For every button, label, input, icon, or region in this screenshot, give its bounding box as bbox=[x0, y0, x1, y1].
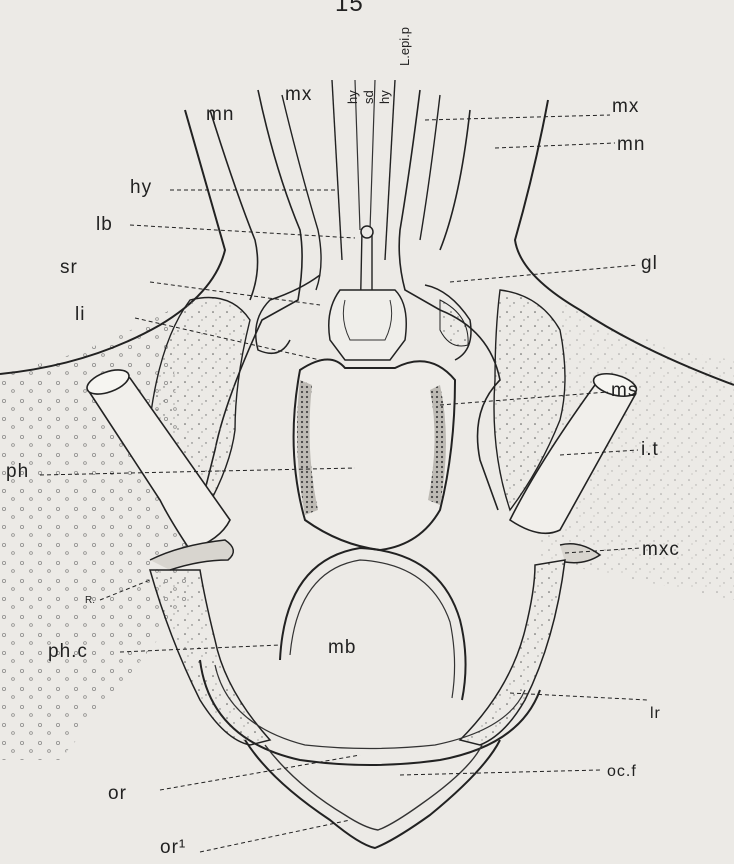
median-bar-arch bbox=[280, 548, 466, 700]
central-sclerite bbox=[294, 359, 455, 550]
right-mandible bbox=[440, 110, 470, 250]
right-maxilla-inner bbox=[420, 95, 440, 240]
hypopharynx-right bbox=[385, 80, 395, 260]
figure-number: 15 bbox=[335, 0, 364, 16]
label-ms: ms bbox=[611, 381, 638, 400]
label-mx-right: mx bbox=[612, 97, 639, 116]
glossa-left bbox=[256, 275, 320, 353]
label-mb: mb bbox=[328, 638, 356, 657]
label-hy: hy bbox=[130, 178, 152, 197]
labium-plate bbox=[329, 290, 407, 360]
label-mn-right: mn bbox=[617, 135, 645, 154]
labium-knob bbox=[361, 226, 373, 238]
label-lr: lr bbox=[650, 706, 661, 722]
label-mn-left: mn bbox=[206, 105, 234, 124]
label-it: i.t bbox=[641, 440, 659, 459]
label-hy-top-left: hy bbox=[346, 90, 359, 104]
glossa-right-shade bbox=[440, 300, 468, 346]
label-mx-left: mx bbox=[285, 85, 312, 104]
label-li: li bbox=[75, 305, 85, 324]
label-lb: lb bbox=[96, 215, 113, 234]
label-r: R. bbox=[85, 596, 95, 606]
label-or: or bbox=[108, 784, 127, 803]
label-ocf: oc.f bbox=[607, 764, 637, 780]
label-ph: ph bbox=[6, 462, 29, 481]
label-sd: sd bbox=[362, 90, 375, 104]
label-phc: ph.c bbox=[48, 642, 88, 661]
label-sr: sr bbox=[60, 258, 78, 277]
left-pharyngeal-plate bbox=[150, 570, 270, 745]
label-mxc: mxc bbox=[642, 540, 680, 559]
label-hy-top-right: hy bbox=[378, 90, 391, 104]
hypopharynx-left bbox=[332, 80, 342, 260]
label-or1: or¹ bbox=[160, 838, 186, 857]
right-pharyngeal-plate bbox=[460, 560, 565, 745]
median-bar-arch-inner bbox=[290, 560, 455, 698]
label-lepip: L.epi.p bbox=[398, 27, 411, 66]
label-gl: gl bbox=[641, 254, 658, 273]
